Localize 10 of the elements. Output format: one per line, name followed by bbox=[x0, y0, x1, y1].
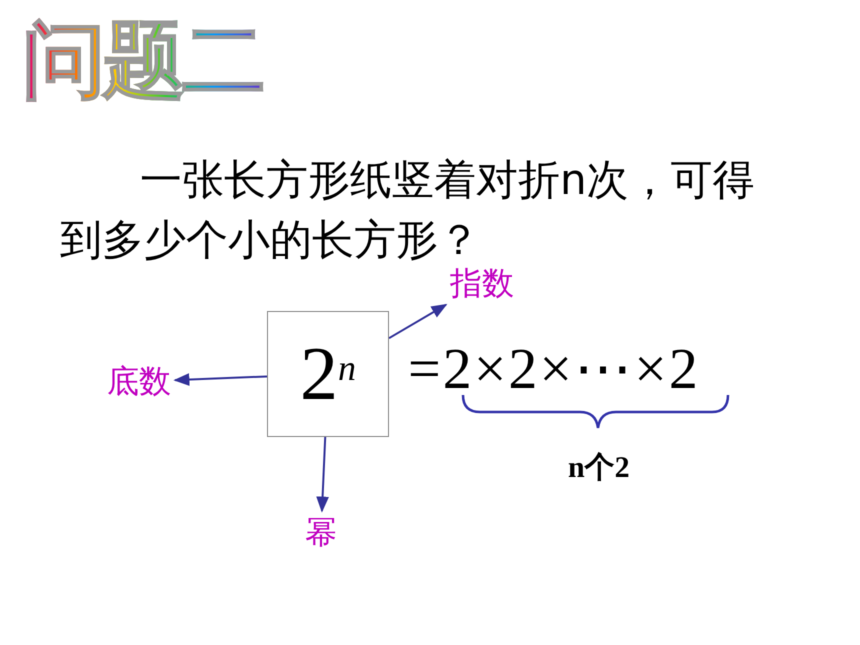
question-text: 一张长方形纸竖着对折n次，可得到多少个小的长方形？ bbox=[60, 154, 756, 266]
term-label: 幂 bbox=[305, 515, 337, 550]
count-label: n个2 bbox=[568, 450, 630, 486]
arrow bbox=[173, 373, 268, 386]
term-label: 指数 bbox=[450, 266, 514, 302]
arrow bbox=[316, 436, 329, 513]
term-label: 底数 bbox=[107, 364, 171, 400]
equation-text: =2×2×⋯×2 bbox=[408, 335, 700, 402]
formula-box: 2$^{n}$ bbox=[267, 311, 389, 437]
arrow bbox=[388, 304, 448, 340]
